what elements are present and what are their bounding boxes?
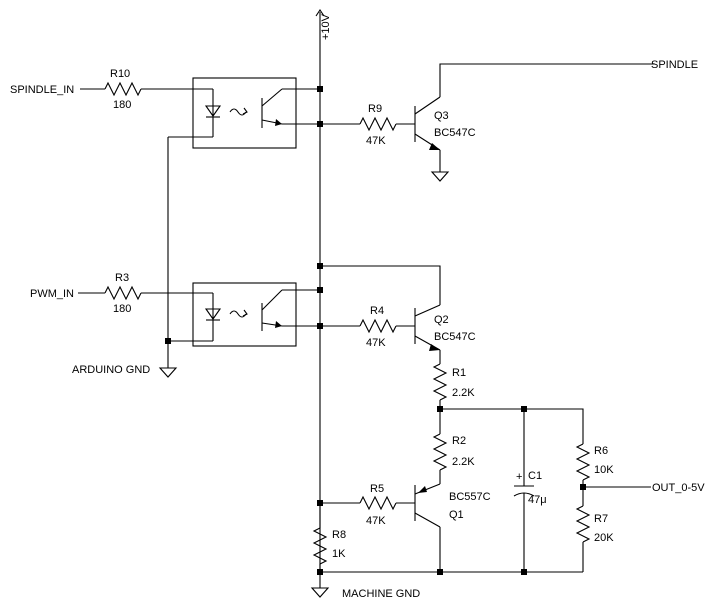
pwm-in-label: PWM_IN bbox=[30, 288, 74, 300]
arduino-gnd-label: ARDUINO GND bbox=[72, 364, 150, 376]
q1-value: BC557C bbox=[449, 491, 491, 503]
vcc-rail: +10V bbox=[315, 9, 332, 572]
q2-value: BC547C bbox=[434, 331, 476, 343]
r2-value: 2.2K bbox=[452, 456, 475, 468]
r1-ref: R1 bbox=[452, 367, 466, 379]
spindle-out-label: SPINDLE bbox=[651, 59, 698, 71]
r4-value: 47K bbox=[366, 337, 386, 349]
r6-value: 10K bbox=[594, 464, 614, 476]
spindle-in-branch: SPINDLE_IN R10 180 bbox=[10, 68, 193, 111]
r1: R1 2.2K bbox=[432, 350, 475, 434]
q2-ref: Q2 bbox=[434, 314, 449, 326]
r6-ref: R6 bbox=[594, 445, 608, 457]
junction-dots bbox=[165, 86, 586, 575]
r8: R8 1K bbox=[312, 503, 346, 588]
r7-ref: R7 bbox=[594, 513, 608, 525]
r4-ref: R4 bbox=[370, 305, 384, 317]
r5-value: 47K bbox=[366, 515, 386, 527]
c1: + C1 47μ bbox=[513, 409, 547, 572]
r5-ref: R5 bbox=[370, 483, 384, 495]
machine-gnd: MACHINE GND bbox=[310, 571, 583, 600]
q1-ref: Q1 bbox=[449, 509, 464, 521]
r3-ref: R3 bbox=[115, 272, 129, 284]
r10-ref: R10 bbox=[110, 68, 130, 80]
r2: R2 2.2K bbox=[432, 433, 475, 484]
arduino-gnd: ARDUINO GND bbox=[72, 137, 178, 378]
optocoupler-top bbox=[168, 77, 321, 149]
spindle-in-label: SPINDLE_IN bbox=[10, 84, 74, 96]
c1-value: 47μ bbox=[528, 494, 547, 506]
r3-value: 180 bbox=[113, 303, 131, 315]
q3-stage: R9 47K Q3 BC547C SPINDLE bbox=[320, 59, 698, 182]
r2-ref: R2 bbox=[452, 435, 466, 447]
r6: R6 10K bbox=[575, 443, 614, 506]
c1-polarity: + bbox=[516, 471, 522, 483]
r9-ref: R9 bbox=[368, 103, 382, 115]
out-branch: OUT_0-5V bbox=[583, 482, 705, 494]
out-label: OUT_0-5V bbox=[652, 482, 705, 494]
r9-value: 47K bbox=[366, 135, 386, 147]
q3-value: BC547C bbox=[434, 127, 476, 139]
r1-value: 2.2K bbox=[452, 387, 475, 399]
r7: R7 20K bbox=[575, 505, 614, 572]
q2-stage: R4 47K Q2 BC547C bbox=[320, 265, 476, 351]
q3-ref: Q3 bbox=[434, 110, 449, 122]
r10-value: 180 bbox=[113, 99, 131, 111]
r8-value: 1K bbox=[332, 548, 346, 560]
c1-ref: C1 bbox=[528, 470, 542, 482]
r7-value: 20K bbox=[594, 532, 614, 544]
vcc-label: +10V bbox=[320, 13, 332, 40]
machine-gnd-label: MACHINE GND bbox=[342, 588, 420, 600]
r8-ref: R8 bbox=[332, 529, 346, 541]
q1-stage: R5 47K BC557C Q1 bbox=[320, 483, 491, 572]
pwm-in-branch: PWM_IN R3 180 bbox=[30, 272, 193, 315]
